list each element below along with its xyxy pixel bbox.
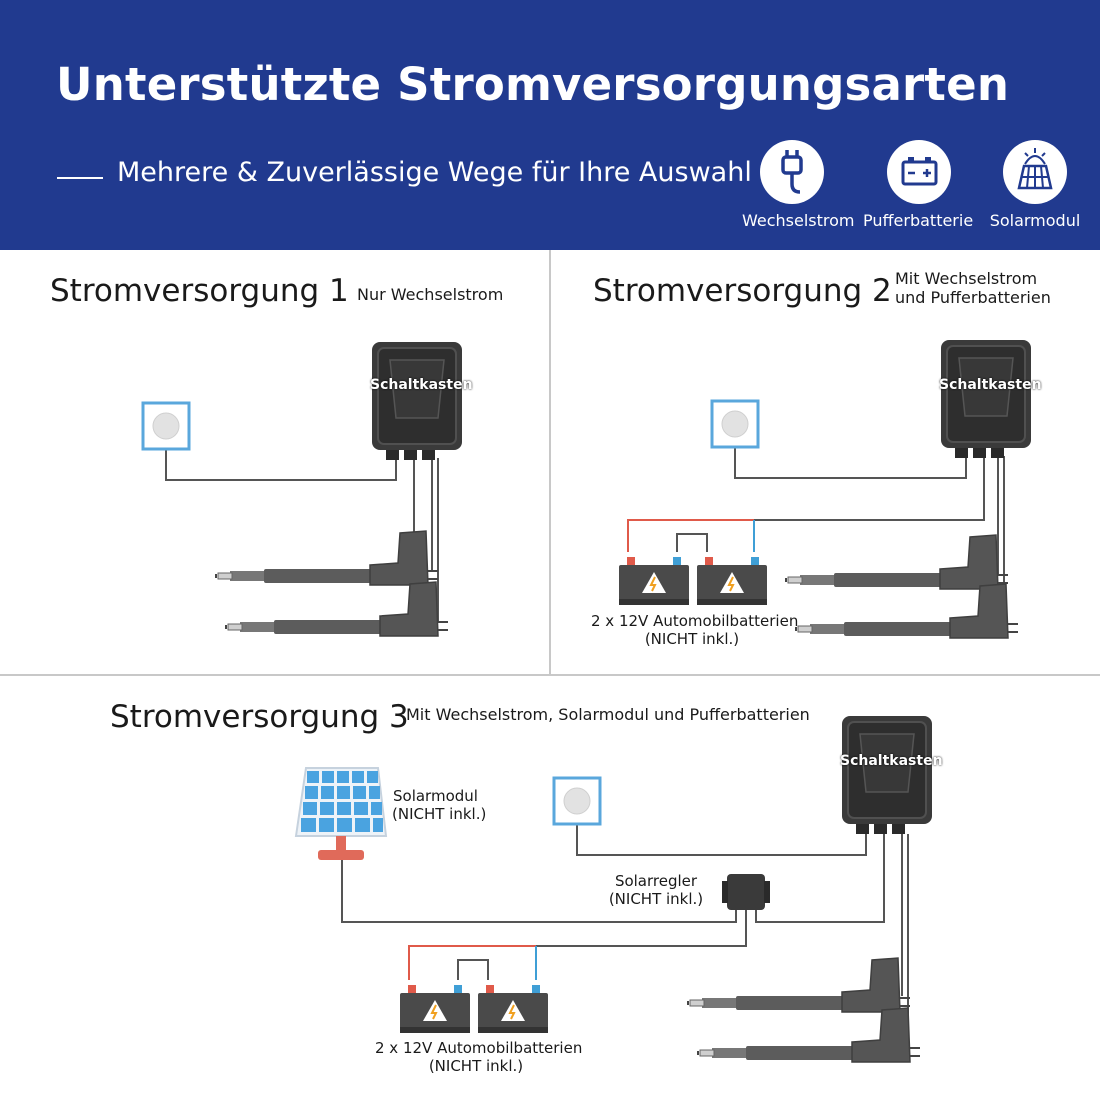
section-divider-vertical — [549, 250, 551, 675]
section-3-battery-label-line1: 2 x 12V Automobilbatterien — [375, 1039, 583, 1057]
section-2-control-box-label: Schaltkasten — [939, 377, 1042, 393]
icon-label-solarmodul: Solarmodul — [989, 211, 1081, 230]
s2-wires — [627, 448, 1005, 624]
s3-solar-panel — [294, 767, 388, 860]
solar-panel-icon — [1003, 140, 1067, 204]
section-3-control-box-label: Schaltkasten — [840, 753, 943, 769]
section-1-subtitle: Nur Wechselstrom — [357, 285, 504, 304]
solar-regulator-label-line2: (NICHT inkl.) — [608, 890, 704, 908]
solar-module-label-line1: Solarmodul — [393, 787, 478, 805]
plug-icon — [760, 140, 824, 204]
icon-label-wechselstrom: Wechselstrom — [742, 211, 855, 230]
page-subtitle: Mehrere & Zuverlässige Wege für Ihre Aus… — [117, 157, 752, 188]
battery-icon — [887, 140, 951, 204]
section-1-control-box-label: Schaltkasten — [370, 377, 473, 393]
section-2-subtitle-line2: und Pufferbatterien — [895, 288, 1051, 307]
section-2-title: Stromversorgung 2 — [593, 273, 892, 309]
solar-regulator-label-line1: Solarregler — [614, 872, 698, 890]
icon-label-pufferbatterie: Pufferbatterie — [863, 211, 974, 230]
section-3-battery-label-line2: (NICHT inkl.) — [428, 1057, 524, 1075]
solar-module-label-line2: (NICHT inkl.) — [392, 805, 487, 823]
section-divider-horizontal — [0, 674, 1100, 676]
s1-wires — [165, 450, 439, 622]
s3-wires — [341, 825, 909, 1046]
section-2-battery-label-line1: 2 x 12V Automobilbatterien — [591, 612, 799, 630]
section-2-battery-label-line2: (NICHT inkl.) — [644, 630, 740, 648]
subtitle-dash — [57, 177, 103, 179]
page-title: Unterstützte Stromversorgungsarten — [56, 58, 1010, 111]
section-2-subtitle-line1: Mit Wechselstrom — [895, 269, 1038, 288]
header-banner: Unterstützte Stromversorgungsarten Mehre… — [0, 0, 1100, 250]
s3-solar-regulator — [722, 874, 770, 910]
section-1-title: Stromversorgung 1 — [50, 273, 349, 309]
section-3-title: Stromversorgung 3 — [110, 699, 409, 735]
section-3-subtitle: Mit Wechselstrom, Solarmodul und Pufferb… — [406, 705, 810, 724]
